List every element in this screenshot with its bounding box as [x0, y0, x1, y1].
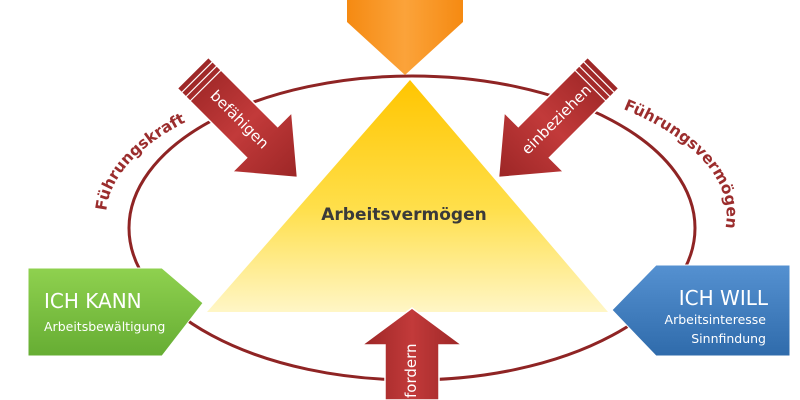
box-i-want-line2: Sinnfindung — [691, 331, 766, 346]
box-i-want-title: ICH WILL — [679, 286, 769, 310]
ring-label-right: Führungsvermögen — [622, 96, 741, 230]
center-label: Arbeitsvermögen — [321, 205, 487, 225]
arrow-demand: fordern — [359, 307, 465, 400]
box-i-can-subtitle: Arbeitsbewältigung — [44, 319, 165, 334]
box-i-can: ICH KANN Arbeitsbewältigung — [27, 267, 204, 357]
box-i-can-title: ICH KANN — [44, 289, 142, 313]
box-i-want-line1: Arbeitsinteresse — [665, 312, 767, 327]
box-i-want: ICH WILL Arbeitsinteresse Sinnfindung — [611, 264, 791, 357]
top-orange-box — [347, 0, 463, 75]
ring-label-left: Führungskraft — [92, 109, 188, 211]
work-ability-triangle — [207, 80, 608, 312]
arrow-enable: befähigen — [176, 56, 299, 179]
arrow-demand-label: fordern — [402, 343, 420, 398]
